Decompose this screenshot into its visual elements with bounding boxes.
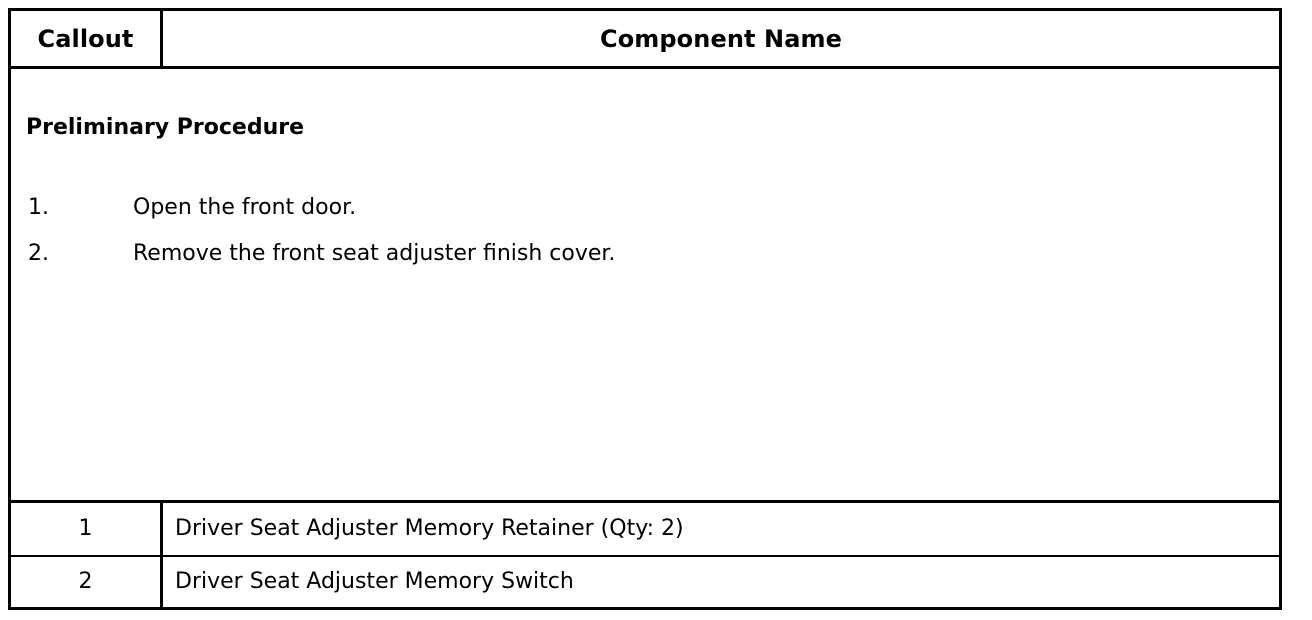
table-header-row: Callout Component Name [11,11,1279,69]
header-label-component-name: Component Name [599,24,843,53]
row-callout-number: 1 [78,516,93,541]
table-row: 1 Driver Seat Adjuster Memory Retainer (… [11,503,1279,557]
procedure-step-text: Remove the front seat adjuster finish co… [133,241,616,266]
procedure-step-text: Open the front door. [133,195,357,220]
row-component-cell: Driver Seat Adjuster Memory Retainer (Qt… [163,503,1279,555]
header-cell-component-name: Component Name [163,11,1279,66]
table-row: 2 Driver Seat Adjuster Memory Switch [11,557,1279,607]
callout-component-table: Callout Component Name Preliminary Proce… [8,8,1282,610]
row-callout-cell: 2 [11,557,163,607]
header-cell-callout: Callout [11,11,163,66]
preliminary-procedure-title: Preliminary Procedure [26,115,305,140]
preliminary-procedure-cell: Preliminary Procedure 1. Open the front … [11,69,1279,503]
row-callout-number: 2 [78,569,93,594]
procedure-step-number: 1. [28,195,49,220]
procedure-step: 2. Remove the front seat adjuster finish… [26,240,1269,286]
row-component-name: Driver Seat Adjuster Memory Retainer (Qt… [175,516,684,541]
header-label-callout: Callout [37,24,134,53]
procedure-step: 1. Open the front door. [26,194,1269,240]
preliminary-procedure-list: 1. Open the front door. 2. Remove the fr… [26,194,1269,286]
procedure-step-number: 2. [28,241,49,266]
row-callout-cell: 1 [11,503,163,555]
table-inner: Callout Component Name Preliminary Proce… [11,11,1279,607]
row-component-name: Driver Seat Adjuster Memory Switch [175,569,574,594]
row-component-cell: Driver Seat Adjuster Memory Switch [163,557,1279,607]
